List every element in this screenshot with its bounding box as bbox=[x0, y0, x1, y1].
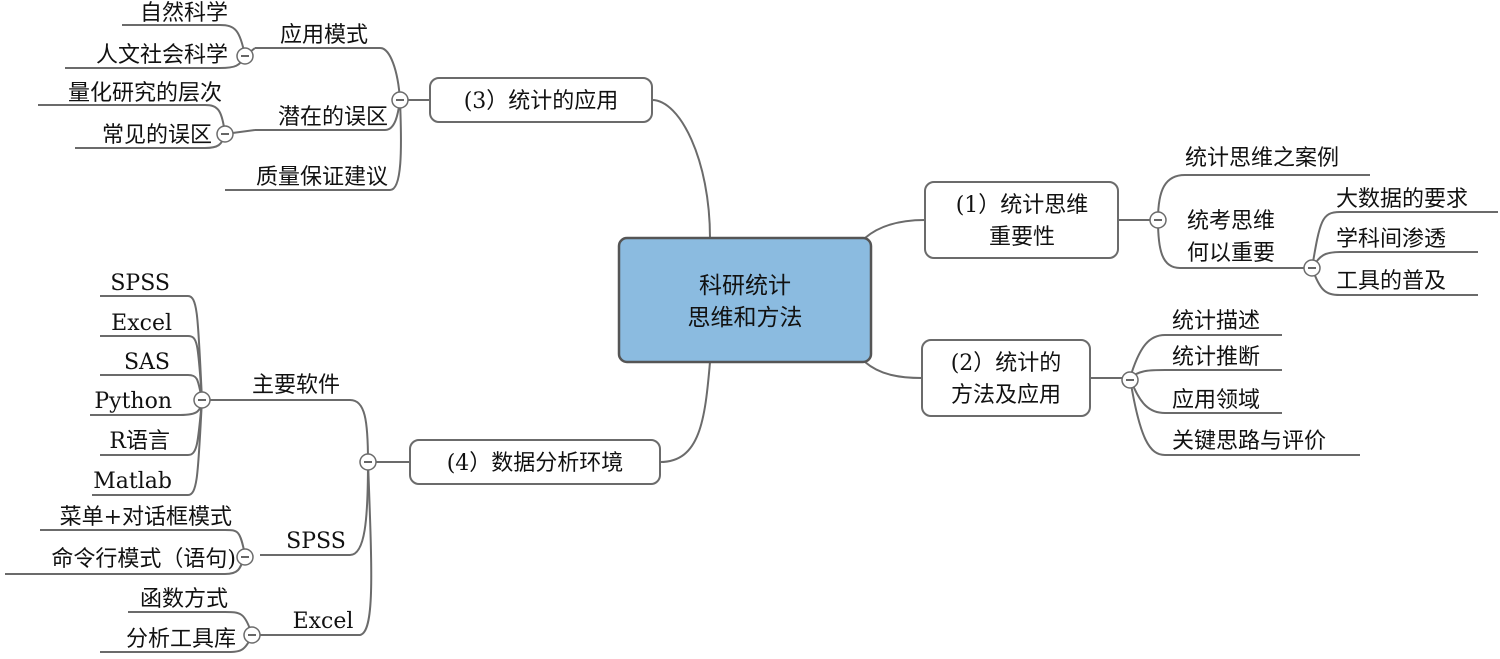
b2-item-3[interactable]: 关键思路与评价 bbox=[1172, 429, 1326, 454]
connector-b3-mode bbox=[255, 47, 401, 101]
b4-software-item-2[interactable]: SAS bbox=[124, 350, 170, 375]
branch3-node[interactable]: (3）统计的应用 bbox=[429, 77, 653, 123]
collapse-toggle-b1[interactable] bbox=[1149, 211, 1167, 229]
branch1-label-line2: 重要性 bbox=[989, 225, 1055, 250]
b4-excel-label[interactable]: Excel bbox=[293, 609, 354, 634]
branch4-label: (4）数据分析环境 bbox=[447, 451, 624, 476]
b3-pitfall-item-1[interactable]: 常见的误区 bbox=[102, 123, 212, 148]
b2-item-2[interactable]: 应用领域 bbox=[1172, 388, 1260, 413]
collapse-toggle-excel[interactable] bbox=[243, 626, 261, 644]
collapse-toggle-why[interactable] bbox=[1303, 259, 1321, 277]
b4-excel-item-1[interactable]: 分析工具库 bbox=[126, 627, 236, 652]
branch2-label-line2: 方法及应用 bbox=[951, 383, 1061, 408]
connector-b2-items bbox=[1129, 334, 1360, 456]
b3-quality-label[interactable]: 质量保证建议 bbox=[256, 165, 388, 190]
branch4-node[interactable]: (4）数据分析环境 bbox=[409, 439, 661, 485]
b3-mode-item-0[interactable]: 自然科学 bbox=[140, 1, 228, 26]
branch2-box bbox=[921, 339, 1091, 417]
b1-why-item-1[interactable]: 学科间渗透 bbox=[1336, 227, 1446, 252]
connector-b1-why bbox=[1157, 219, 1310, 269]
b3-mode-label[interactable]: 应用模式 bbox=[280, 23, 368, 48]
b4-software-item-1[interactable]: Excel bbox=[111, 311, 172, 336]
b4-excel-item-0[interactable]: 函数方式 bbox=[140, 587, 228, 612]
collapse-toggle-software[interactable] bbox=[193, 391, 211, 409]
branch1-label-line1: (1）统计思维 bbox=[956, 193, 1089, 218]
b2-item-0[interactable]: 统计描述 bbox=[1172, 309, 1260, 334]
collapse-toggle-b2[interactable] bbox=[1121, 371, 1139, 389]
b4-software-label[interactable]: 主要软件 bbox=[252, 373, 340, 398]
connector-b4-excel bbox=[252, 461, 373, 636]
connector-center-branch3 bbox=[651, 99, 711, 239]
b3-pitfall-label[interactable]: 潜在的误区 bbox=[278, 105, 388, 130]
b1-why-item-0[interactable]: 大数据的要求 bbox=[1336, 187, 1468, 212]
branch2-node[interactable]: (2）统计的 方法及应用 bbox=[921, 339, 1091, 417]
b4-software-item-4[interactable]: R语言 bbox=[109, 429, 170, 454]
center-node-box bbox=[617, 236, 873, 364]
connectors bbox=[5, 24, 1498, 653]
center-title-line2: 思维和方法 bbox=[688, 305, 803, 331]
branch1-box bbox=[924, 181, 1119, 259]
connector-center-branch4 bbox=[659, 361, 711, 463]
b1-why-line2[interactable]: 何以重要 bbox=[1187, 241, 1275, 266]
center-node[interactable]: 科研统计 思维和方法 bbox=[617, 236, 873, 364]
branch1-node[interactable]: (1）统计思维 重要性 bbox=[924, 181, 1119, 259]
connector-software-items bbox=[90, 295, 203, 496]
b4-software-item-5[interactable]: Matlab bbox=[93, 469, 172, 494]
b4-spss-item-0[interactable]: 菜单+对话框模式 bbox=[60, 505, 232, 530]
branch3-box bbox=[429, 77, 653, 123]
b4-software-item-3[interactable]: Python bbox=[94, 389, 172, 414]
b3-mode-item-1[interactable]: 人文社会科学 bbox=[96, 43, 228, 68]
b1-why-line1[interactable]: 统考思维 bbox=[1187, 209, 1275, 234]
collapse-toggle-b4[interactable] bbox=[359, 453, 377, 471]
collapse-toggle-b3[interactable] bbox=[391, 91, 409, 109]
connector-b4-software bbox=[202, 399, 369, 463]
b2-item-1[interactable]: 统计推断 bbox=[1172, 345, 1260, 370]
b4-spss-label[interactable]: SPSS bbox=[286, 529, 346, 554]
collapse-toggle-mode[interactable] bbox=[236, 47, 254, 65]
b4-spss-item-1[interactable]: 命令行模式（语句) bbox=[51, 547, 236, 572]
branch3-label: (3）统计的应用 bbox=[464, 89, 619, 114]
collapse-toggle-spss[interactable] bbox=[236, 548, 254, 566]
connector-b1-case bbox=[1157, 174, 1370, 221]
connector-center-branch1 bbox=[864, 219, 926, 239]
b1-case-label[interactable]: 统计思维之案例 bbox=[1185, 146, 1339, 171]
b4-software-item-0[interactable]: SPSS bbox=[110, 271, 170, 296]
connector-center-branch2 bbox=[864, 361, 923, 379]
b1-why-item-2[interactable]: 工具的普及 bbox=[1336, 269, 1446, 294]
connector-b3-quality bbox=[225, 99, 402, 191]
center-title-line1: 科研统计 bbox=[699, 273, 791, 299]
b3-pitfall-item-0[interactable]: 量化研究的层次 bbox=[68, 81, 222, 106]
branch4-box bbox=[409, 439, 661, 485]
collapse-toggle-pitfall[interactable] bbox=[216, 125, 234, 143]
branch2-label-line1: (2）统计的 bbox=[951, 351, 1062, 376]
